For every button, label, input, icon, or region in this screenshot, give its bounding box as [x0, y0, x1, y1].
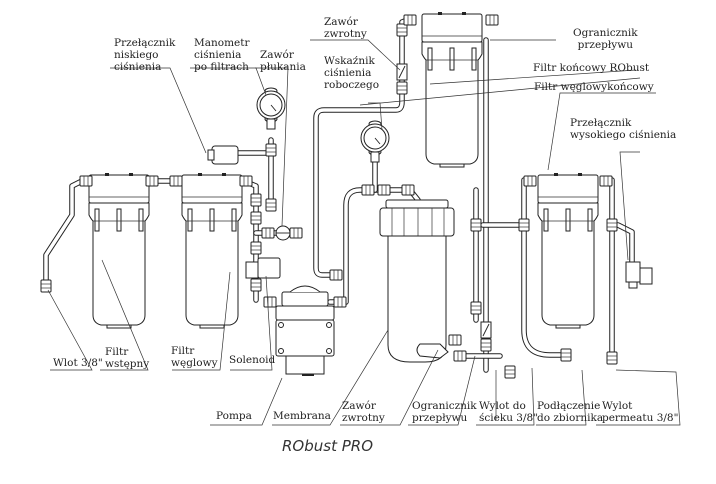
label-line: Wlot 3/8": [53, 357, 103, 369]
check-valve-top: [396, 63, 408, 81]
label-line: Wskaźnik: [324, 55, 375, 67]
label-line: ścieku 3/8": [479, 412, 539, 424]
label-line: Zawór: [260, 49, 294, 61]
solenoid-valve: [245, 257, 281, 279]
robust-final-filter-housing: [421, 11, 483, 168]
label-carbon-final-filter: Filtr węglowykońcowy: [534, 81, 654, 93]
carbon-filter-housing: [181, 172, 243, 329]
carbon-final-filter-housing: [537, 172, 599, 329]
label-line: niskiego: [114, 49, 159, 61]
label-line: Wylot: [602, 400, 633, 412]
post-filter-pressure-gauge: [256, 87, 286, 130]
label-check-valve-top: Zawór zwrotny: [324, 16, 367, 40]
label-membrane: Membrana: [273, 410, 331, 422]
label-line: do zbiornika: [537, 412, 604, 424]
membrane-housing: [379, 199, 455, 363]
label-line: Manometr: [194, 37, 250, 49]
label-line: Ogranicznik: [412, 400, 477, 412]
pre-filter-housing: [88, 172, 150, 329]
label-line: węglowy: [171, 357, 218, 369]
label-line: Pompa: [216, 410, 252, 422]
label-carbon-filter: Filtr węglowy: [171, 345, 218, 369]
label-line: permeatu 3/8": [602, 412, 679, 424]
diagram-title: RObust PRO: [282, 437, 373, 455]
label-line: ciśnienia: [324, 67, 372, 79]
label-tank-connection: Podłączenie do zbiornika: [537, 400, 603, 424]
label-line: ciśnienia: [114, 61, 162, 73]
label-flush-valve: Zawór płukania: [260, 49, 306, 73]
label-line: Zawór: [324, 16, 358, 28]
label-line: przepływu: [412, 412, 468, 424]
label-line: roboczego: [324, 79, 380, 91]
label-check-valve-bottom: Zawór zwrotny: [342, 400, 385, 424]
label-line: Przełącznik: [570, 117, 632, 129]
flush-valve: [261, 225, 303, 241]
label-pre-filter: Filtr wstępny: [105, 346, 149, 370]
label-line: Filtr: [171, 345, 195, 357]
label-line: Podłączenie: [537, 400, 601, 412]
label-line: Solenoid: [229, 354, 276, 366]
label-line: przepływu: [577, 39, 633, 51]
label-line: Przełącznik: [114, 37, 176, 49]
label-line: po filtrach: [194, 61, 249, 73]
label-line: Zawór: [342, 400, 376, 412]
leader-lines: [47, 39, 681, 426]
label-drain-outlet: Wylot do ścieku 3/8": [479, 400, 538, 424]
label-line: Filtr: [105, 346, 129, 358]
label-line: Filtr końcowy RObust: [533, 62, 650, 74]
label-working-pressure-gauge: Wskaźnik ciśnienia roboczego: [324, 55, 379, 91]
working-pressure-gauge: [360, 120, 390, 163]
label-high-pressure-switch: Przełącznik wysokiego ciśnienia: [570, 117, 676, 141]
label-line: zwrotny: [324, 28, 367, 40]
label-line: płukania: [260, 61, 306, 73]
label-flow-restrictor-bottom: Ogranicznik przepływu: [412, 400, 477, 424]
label-line: wstępny: [105, 358, 150, 370]
high-pressure-switch: [625, 261, 653, 289]
label-line: wysokiego ciśnienia: [570, 129, 677, 141]
low-pressure-switch: [207, 145, 239, 165]
label-solenoid: Solenoid: [229, 354, 275, 366]
label-line: Ogranicznik: [573, 27, 638, 39]
label-low-pressure-switch: Przełącznik niskiego ciśnienia: [114, 37, 175, 73]
label-line: zwrotny: [342, 412, 385, 424]
label-final-filter-robust: Filtr końcowy RObust: [533, 62, 649, 74]
label-line: Wylot do: [479, 400, 526, 412]
label-line: Membrana: [273, 410, 331, 422]
label-post-filter-gauge: Manometr ciśnienia po filtrach: [194, 37, 250, 73]
label-permeate-outlet: Wylot permeatu 3/8": [602, 400, 678, 424]
label-flow-restrictor-top: Ogranicznik przepływu: [573, 27, 638, 51]
pump: [275, 285, 335, 376]
label-line: ciśnienia: [194, 49, 242, 61]
label-line: Filtr węglowykońcowy: [534, 81, 654, 93]
label-pump: Pompa: [216, 410, 252, 422]
label-inlet: Wlot 3/8": [53, 357, 103, 369]
check-valve-bottom: [480, 321, 492, 339]
